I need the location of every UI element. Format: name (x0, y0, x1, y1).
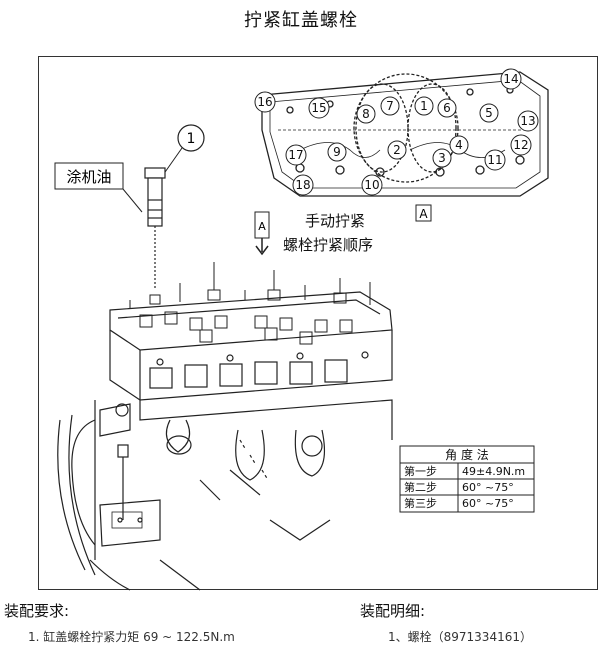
angle-value-3: 60° ~75° (462, 497, 514, 510)
svg-text:8: 8 (362, 107, 370, 121)
sequence-number-6: 6 (437, 98, 457, 118)
sequence-number-1: 1 (414, 96, 434, 116)
tighten-order-label: 手动拧紧 螺栓拧紧顺序 (283, 212, 373, 254)
part-number-callout: 1 (162, 124, 205, 176)
svg-text:1: 1 (187, 131, 196, 147)
svg-text:A: A (258, 220, 266, 233)
head-bolt (144, 167, 166, 290)
svg-text:16: 16 (257, 95, 272, 109)
svg-text:手动拧紧: 手动拧紧 (305, 212, 365, 230)
sequence-number-7: 7 (380, 96, 400, 116)
svg-text:A: A (419, 207, 428, 221)
sequence-number-18: 18 (292, 174, 314, 196)
sequence-number-10: 10 (361, 174, 383, 196)
engine-body (57, 262, 393, 591)
sequence-number-8: 8 (356, 104, 376, 124)
sequence-number-16: 16 (254, 91, 276, 113)
angle-value-2: 60° ~75° (462, 481, 514, 494)
angle-table-header: 角 度 法 (445, 447, 489, 462)
svg-text:15: 15 (311, 101, 326, 115)
svg-text:螺栓拧紧顺序: 螺栓拧紧顺序 (283, 236, 373, 254)
svg-text:5: 5 (485, 106, 493, 120)
sequence-number-13: 13 (517, 110, 539, 132)
svg-text:11: 11 (487, 153, 502, 167)
svg-text:17: 17 (288, 148, 303, 162)
assembly-details-heading: 装配明细: (360, 602, 426, 620)
angle-step-1: 第一步 (404, 464, 437, 478)
sequence-number-15: 15 (308, 97, 330, 119)
svg-text:10: 10 (364, 178, 379, 192)
svg-text:9: 9 (333, 145, 341, 159)
angle-step-2: 第二步 (404, 480, 437, 494)
svg-text:7: 7 (386, 99, 394, 113)
assembly-requirement-item: 1. 缸盖螺栓拧紧力矩 69 ~ 122.5N.m (28, 630, 235, 644)
svg-text:12: 12 (513, 138, 528, 152)
sequence-number-4: 4 (449, 135, 469, 155)
sequence-number-3: 3 (432, 148, 452, 168)
view-marker-box: A (415, 204, 432, 222)
assembly-detail-item: 1、螺栓（8971334161） (388, 630, 532, 644)
svg-text:3: 3 (438, 151, 446, 165)
view-arrow: A (254, 211, 270, 256)
angle-value-1: 49±4.9N.m (462, 465, 525, 478)
sequence-number-9: 9 (327, 142, 347, 162)
svg-text:18: 18 (295, 178, 310, 192)
sequence-number-12: 12 (510, 134, 532, 156)
svg-text:涂机油: 涂机油 (66, 168, 111, 186)
diagram-frame (38, 56, 598, 590)
sequence-number-11: 11 (484, 149, 506, 171)
svg-text:6: 6 (443, 101, 451, 115)
sequence-number-5: 5 (479, 103, 499, 123)
svg-text:4: 4 (455, 138, 463, 152)
angle-method-table: 角 度 法 第一步 49±4.9N.m 第二步 60° ~75° 第三步 60°… (399, 445, 535, 513)
sequence-number-14: 14 (500, 68, 522, 90)
svg-text:2: 2 (393, 143, 401, 157)
assembly-requirements-heading: 装配要求: (4, 602, 70, 620)
sequence-circles: 1 2 3 4 5 6 7 8 9 10 11 12 13 14 15 16 1… (254, 68, 539, 196)
svg-text:14: 14 (503, 72, 518, 86)
sequence-number-2: 2 (387, 140, 407, 160)
oil-label: 涂机油 (54, 162, 143, 213)
svg-text:1: 1 (420, 99, 428, 113)
angle-step-3: 第三步 (404, 496, 437, 510)
svg-text:13: 13 (520, 114, 535, 128)
sequence-number-17: 17 (285, 144, 307, 166)
page-title: 拧紧缸盖螺栓 (244, 10, 358, 31)
